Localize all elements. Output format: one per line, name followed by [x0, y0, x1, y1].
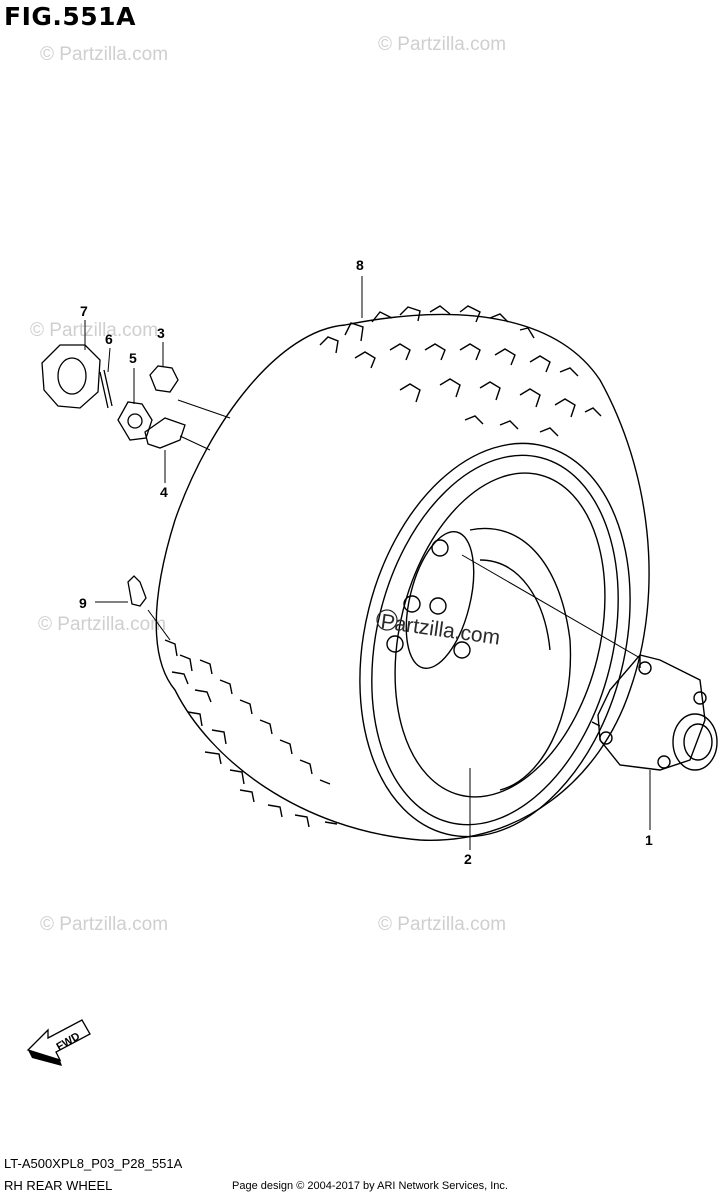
- callout-4: 4: [160, 484, 168, 500]
- callout-7: 7: [80, 303, 88, 319]
- callout-6: 6: [105, 331, 113, 347]
- watermark: © Partzilla.com: [40, 914, 168, 935]
- callout-3: 3: [157, 325, 165, 341]
- wheel-rim: [359, 442, 631, 838]
- diagram-code: LT-A500XPL8_P03_P28_551A: [4, 1156, 183, 1171]
- callout-9: 9: [79, 595, 87, 611]
- tire: [155, 305, 650, 841]
- callout-8: 8: [356, 257, 364, 273]
- watermarks: © Partzilla.com © Partzilla.com © Partzi…: [30, 34, 506, 935]
- copyright-notice: Page design © 2004-2017 by ARI Network S…: [232, 1180, 508, 1192]
- diagram-name: RH REAR WHEEL: [4, 1178, 113, 1193]
- fwd-arrow-icon: FWD: [26, 1019, 91, 1066]
- watermark: © Partzilla.com: [378, 34, 506, 55]
- leader-lines: [84, 276, 651, 850]
- watermark: © Partzilla.com: [378, 914, 506, 935]
- small-parts: [41, 344, 186, 607]
- watermark-main: Partzilla.com: [379, 610, 501, 650]
- callout-5: 5: [129, 350, 137, 366]
- callout-2: 2: [464, 851, 472, 867]
- watermark: © Partzilla.com: [30, 320, 158, 341]
- figure-title: FIG.551A: [4, 2, 136, 31]
- copyright-symbol-icon: [376, 609, 398, 631]
- wheel-hub: [591, 654, 718, 771]
- callouts: 1 2 3 4 5 6 7 8 9: [79, 257, 653, 867]
- callout-1: 1: [645, 832, 653, 848]
- watermark: © Partzilla.com: [40, 44, 168, 65]
- watermark: © Partzilla.com: [38, 614, 166, 635]
